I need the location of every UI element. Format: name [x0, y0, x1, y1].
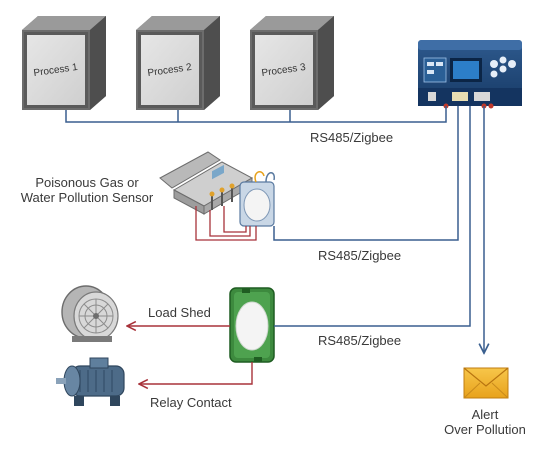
- process-box-2: Process 2: [136, 16, 220, 110]
- alert-label-line-1: Alert: [471, 407, 499, 422]
- relay-contact-arrow: [140, 362, 253, 384]
- sensor-label: Poisonous Gas or Water Pollution Sensor: [14, 175, 160, 206]
- process-box-1: Process 1: [22, 16, 106, 110]
- alert-label-line-2: Over Pollution: [444, 421, 526, 437]
- load-shed-label: Load Shed: [148, 305, 211, 320]
- alert-label: Alert Over Pollution: [432, 407, 538, 438]
- relay-link-line: [274, 106, 471, 327]
- process-box-3: Process 3: [250, 16, 334, 110]
- sensor-label-line-2: Water Pollution Sensor: [20, 189, 154, 205]
- process-bus-line: [65, 106, 447, 123]
- link-label-controller: RS485/Zigbee: [310, 130, 394, 145]
- relay-contact-label: Relay Contact: [150, 395, 232, 410]
- link-label-relay: RS485/Zigbee: [318, 333, 402, 348]
- sensor-link-line: [273, 106, 459, 241]
- sensor-wires: [195, 206, 257, 241]
- controller-icon: [418, 40, 522, 109]
- link-label-sensor: RS485/Zigbee: [318, 248, 402, 263]
- relay-module-icon: [229, 287, 275, 363]
- motor-icon: [56, 357, 125, 406]
- fan-icon: [61, 285, 119, 342]
- envelope-icon: [463, 367, 509, 399]
- sensor-label-line-1: Poisonous Gas or: [35, 175, 139, 190]
- sensor-icon: [159, 151, 275, 227]
